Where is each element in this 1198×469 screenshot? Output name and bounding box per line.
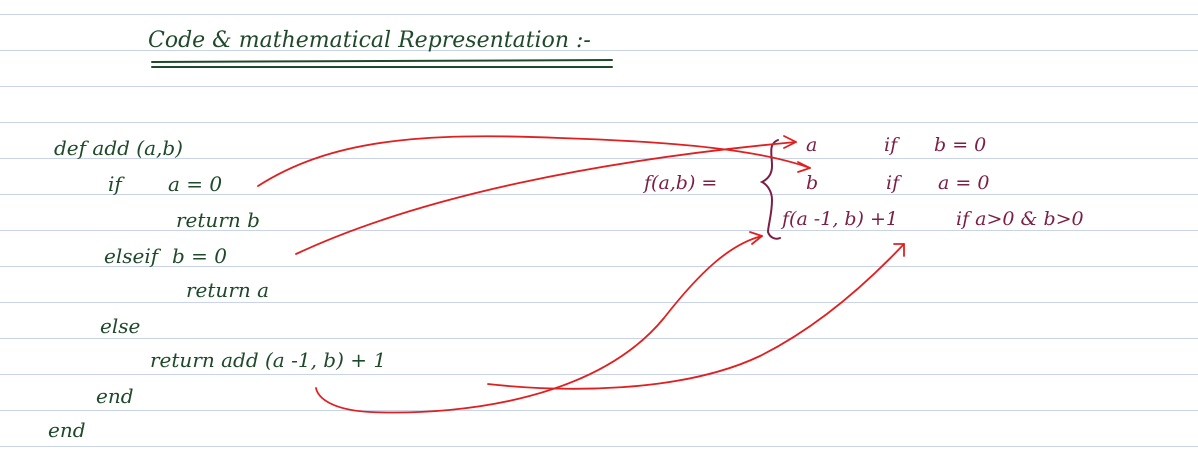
rule-line — [0, 86, 1198, 87]
code-else-keyword: else — [100, 314, 141, 338]
rule-line — [0, 446, 1198, 447]
math-case3-condition: if a>0 & b>0 — [956, 208, 1084, 230]
math-case1-if: if — [884, 134, 898, 156]
rule-line — [0, 410, 1198, 411]
arrowhead-case2 — [797, 161, 811, 173]
arrowhead-plus-one — [893, 243, 905, 257]
code-if-condition: a = 0 — [168, 172, 223, 196]
code-return-b: return b — [176, 208, 260, 232]
rule-line — [0, 374, 1198, 375]
math-case1-value: a — [806, 134, 818, 156]
arrow-elseif-to-case1 — [295, 141, 797, 255]
rule-line — [0, 122, 1198, 123]
code-elseif-condition: b = 0 — [172, 244, 227, 268]
arrow-if-to-case2 — [257, 135, 811, 187]
code-if-keyword: if — [108, 172, 122, 196]
arrow-plus-one — [487, 243, 905, 390]
math-case3-value: f(a -1, b) +1 — [782, 208, 899, 230]
code-def-line: def add (a,b) — [54, 136, 183, 160]
math-case1-condition: b = 0 — [934, 134, 987, 156]
code-end-inner: end — [96, 384, 134, 408]
arrow-recursive-call — [315, 235, 763, 414]
rule-line — [0, 158, 1198, 159]
arrowhead-recursive-call — [749, 231, 763, 245]
curly-brace — [759, 139, 781, 240]
rule-line — [0, 14, 1198, 15]
rule-line — [0, 338, 1198, 339]
code-return-a: return a — [186, 278, 270, 302]
math-case2-condition: a = 0 — [938, 172, 990, 194]
title-underline-stroke-1 — [151, 59, 613, 63]
code-return-add: return add (a -1, b) + 1 — [150, 348, 387, 372]
rule-line — [0, 230, 1198, 231]
page-title: Code & mathematical Representation :- — [148, 28, 591, 53]
rule-line — [0, 266, 1198, 267]
title-underline — [151, 59, 613, 68]
code-end-outer: end — [48, 418, 86, 442]
code-elseif-keyword: elseif — [104, 244, 159, 268]
math-case2-value: b — [806, 172, 819, 194]
rule-line — [0, 194, 1198, 195]
rule-line — [0, 302, 1198, 303]
rule-line — [0, 50, 1198, 51]
math-lhs: f(a,b) = — [644, 172, 718, 194]
arrowhead-case1 — [783, 135, 797, 149]
math-case2-if: if — [886, 172, 900, 194]
